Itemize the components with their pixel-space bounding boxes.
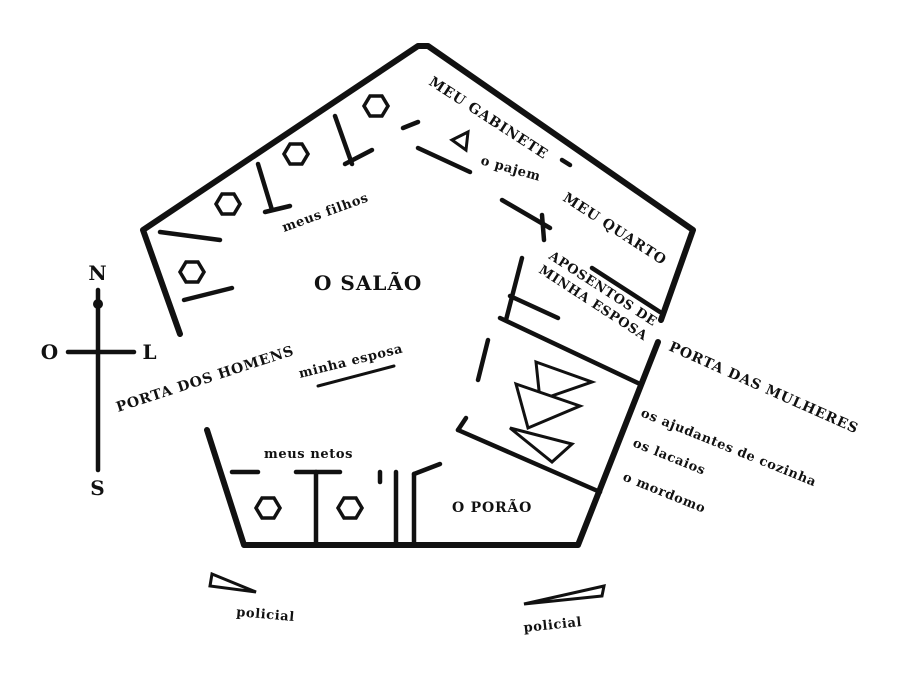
bottom-rooms <box>229 461 443 548</box>
compass-west: O <box>41 340 59 364</box>
label-mordomo: o mordomo <box>621 470 708 517</box>
label-pajem: o pajem <box>479 153 542 184</box>
police-markers <box>208 571 606 606</box>
label-policial-right: policial <box>523 615 583 636</box>
compass: N S O L <box>41 261 157 500</box>
grandchildren-beds <box>253 496 365 520</box>
compass-south: S <box>90 476 105 500</box>
label-policial-left: policial <box>236 605 296 625</box>
wife-seat-mark <box>316 364 396 388</box>
outer-walls <box>140 43 696 548</box>
label-netos: meus netos <box>264 447 353 462</box>
compass-north: N <box>88 261 107 285</box>
children-bedrooms <box>157 113 421 303</box>
label-porta-mulheres: PORTA DAS MULHERES <box>666 339 860 437</box>
label-porao: O PORÃO <box>452 497 532 516</box>
compass-east: L <box>142 340 157 364</box>
children-beds <box>177 94 391 284</box>
page-cot <box>449 129 470 153</box>
label-filhos: meus filhos <box>280 191 370 236</box>
inner-right-walls <box>415 145 663 495</box>
label-salao: O SALÃO <box>314 271 422 295</box>
kitchen-cots <box>509 359 597 464</box>
